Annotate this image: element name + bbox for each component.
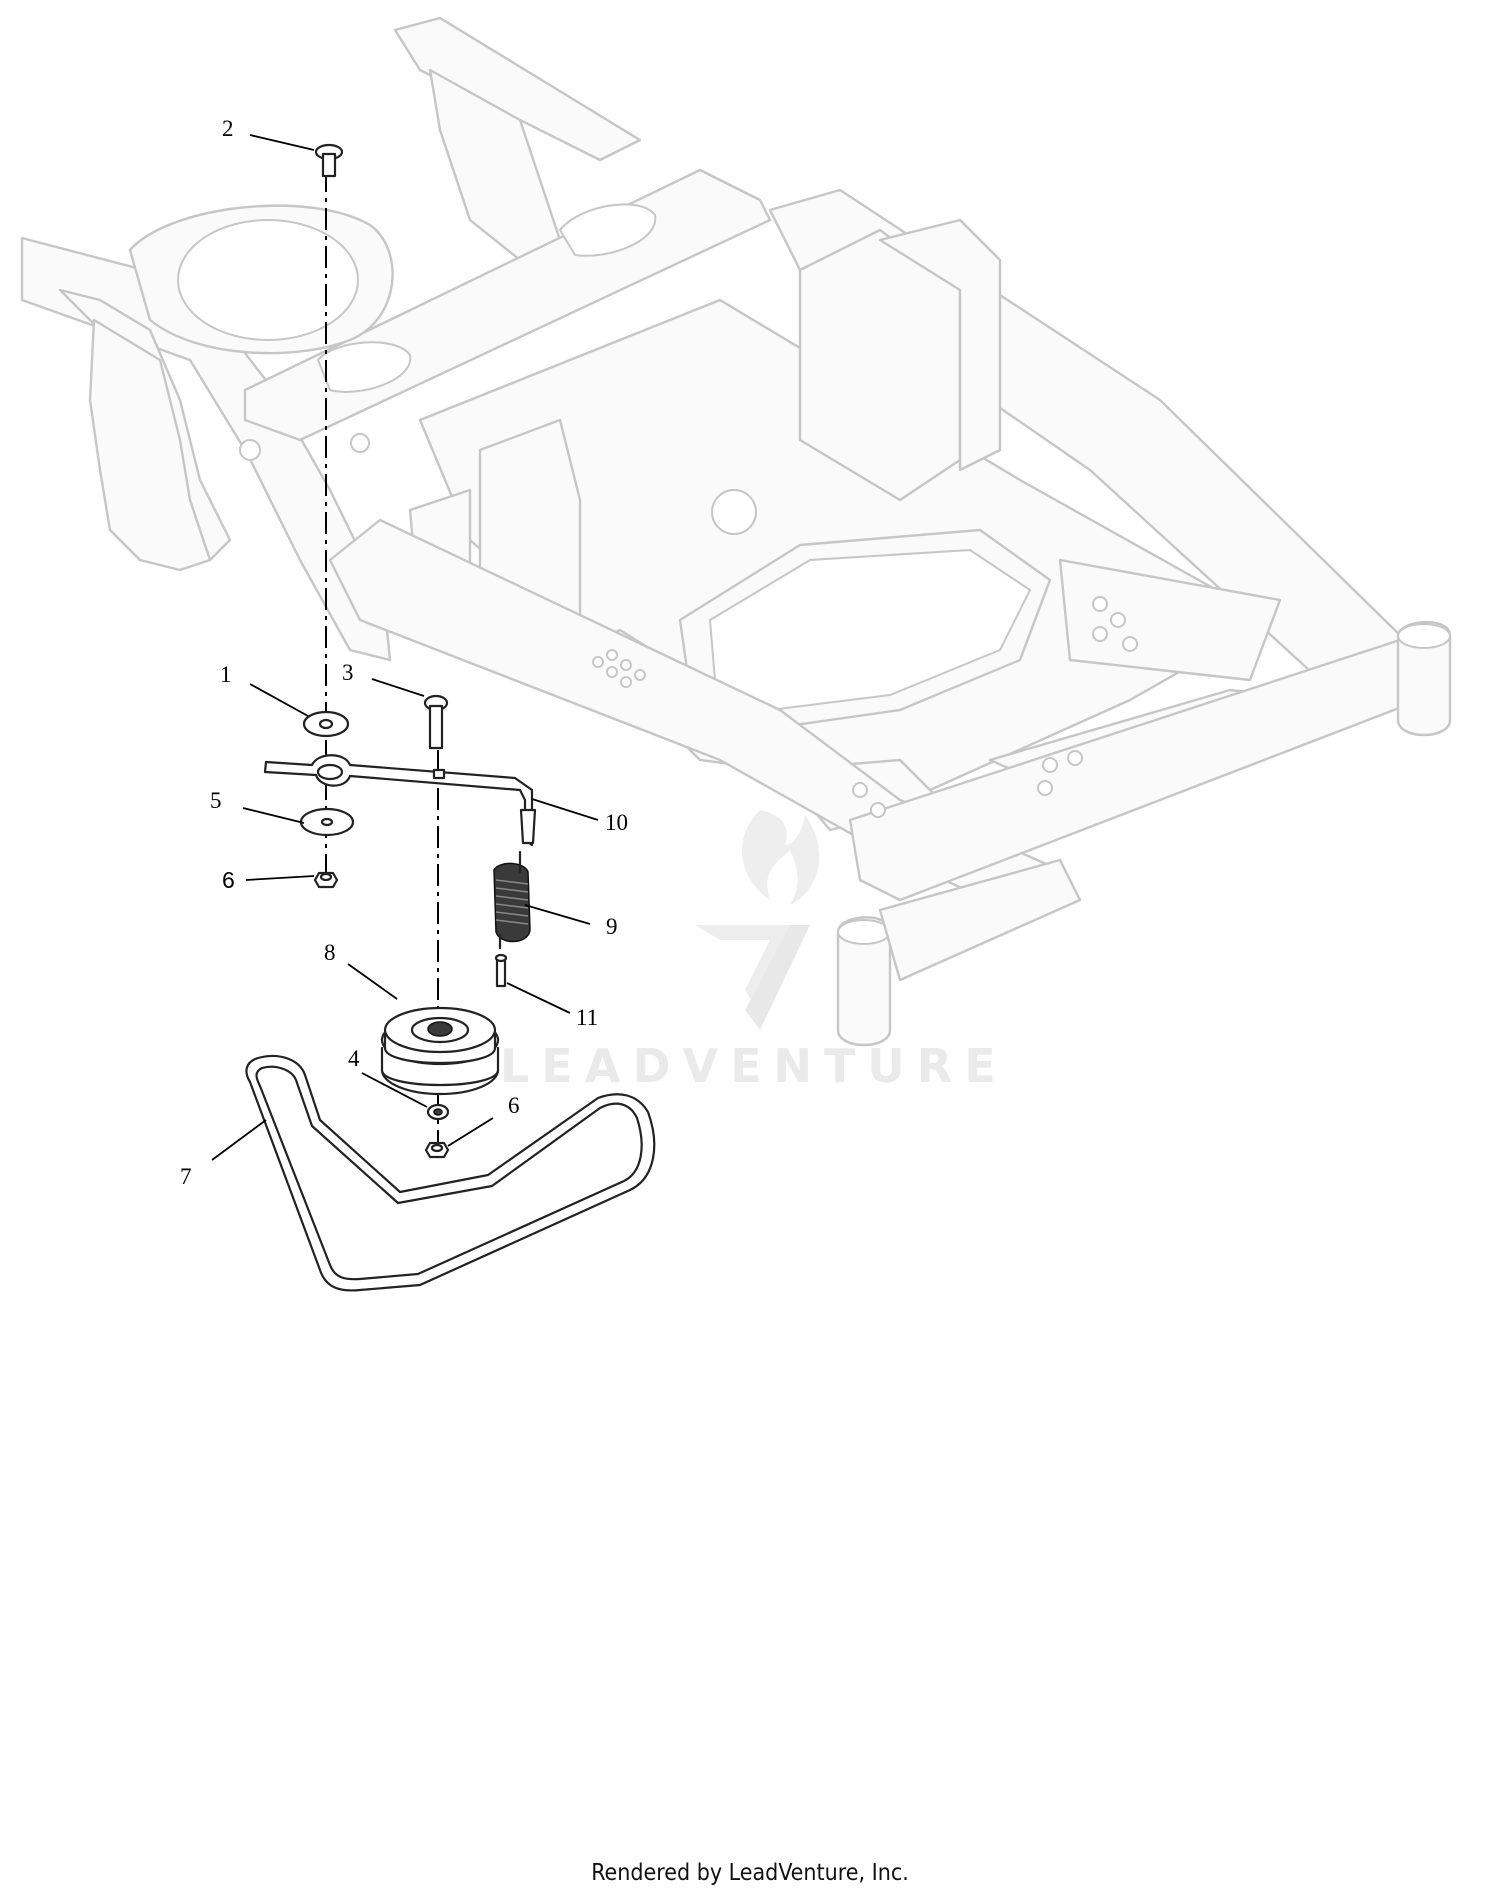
watermark-text: LEADVENTURE [500, 1039, 1008, 1093]
callout-4: 4 [348, 1046, 360, 1071]
part-shoulder-bolt [423, 694, 449, 750]
callout-9: 9 [606, 914, 618, 939]
footer-credit: Rendered by LeadVenture, Inc. [591, 1860, 909, 1886]
callout-11: 11 [576, 1005, 598, 1030]
part-nut-lower [424, 1141, 450, 1159]
part-washer-1 [302, 710, 350, 738]
part-belt [245, 1054, 656, 1292]
part-idler-arm [263, 754, 537, 847]
part-nut-upper [313, 871, 339, 889]
callout-1: 1 [220, 662, 232, 687]
part-washer-5 [299, 807, 355, 837]
callout-6-upper: 6 [222, 867, 235, 893]
callout-6-lower: 6 [508, 1093, 520, 1118]
v-logo-icon [695, 925, 800, 1015]
callout-5: 5 [210, 788, 222, 813]
part-spring [493, 850, 531, 950]
callout-2: 2 [222, 116, 234, 141]
flame-logo-icon [741, 810, 820, 905]
watermark: LEADVENTURE [500, 810, 1008, 1093]
callout-3: 3 [342, 660, 354, 685]
part-stud [494, 953, 508, 988]
mower-frame [20, 16, 1452, 1047]
callout-10: 10 [605, 810, 628, 835]
leader-lines [211, 134, 599, 1161]
part-idler-pulley [380, 1006, 500, 1096]
part-bolt-top [314, 143, 344, 178]
callout-7: 7 [180, 1164, 192, 1189]
part-washer-4 [426, 1103, 450, 1121]
callout-8: 8 [324, 940, 336, 965]
